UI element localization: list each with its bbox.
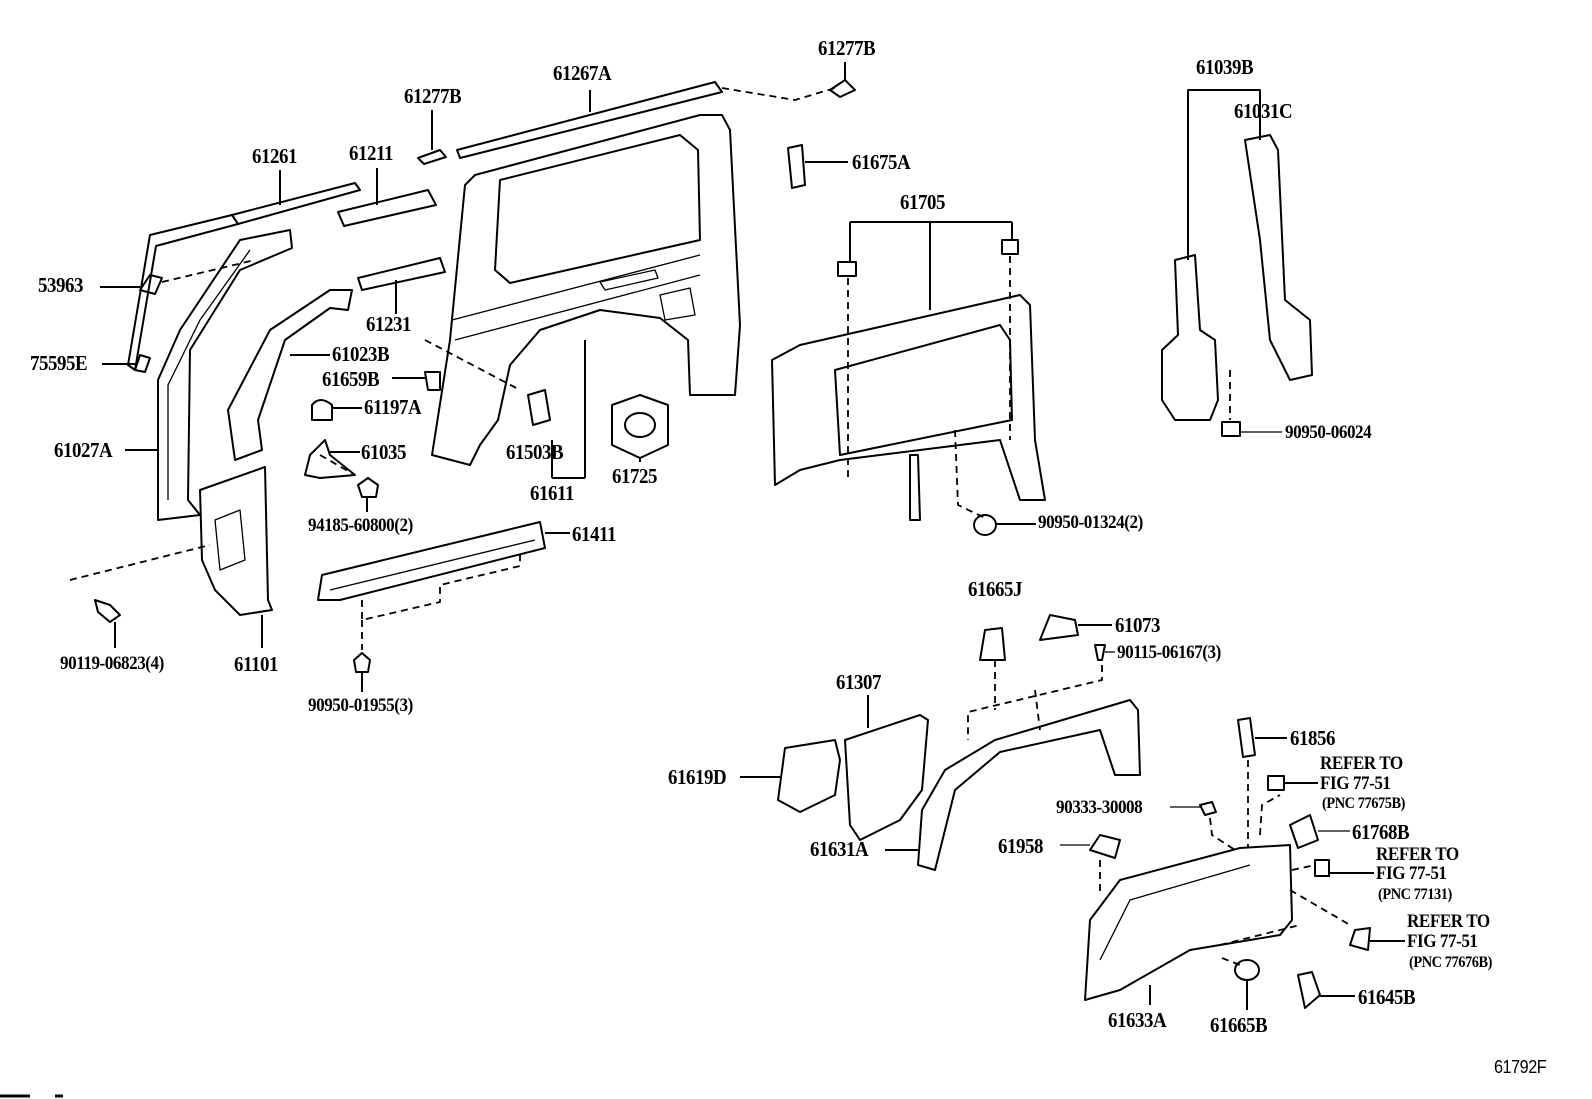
part-90950-01955: [353, 652, 371, 692]
reference-77131-line3: (PNC 77131): [1378, 886, 1452, 903]
reference-77131-line1: REFER TO: [1376, 844, 1459, 865]
label-75595E[interactable]: 75595E: [30, 351, 88, 375]
reference-77131-line2[interactable]: FIG 77-51: [1376, 863, 1447, 884]
part-75595E: [102, 354, 151, 373]
part-61411: [317, 521, 570, 650]
label-61659B[interactable]: 61659B: [322, 367, 380, 391]
label-90950-01324[interactable]: 90950-01324(2): [1038, 512, 1143, 533]
label-61211[interactable]: 61211: [349, 141, 393, 165]
label-61705[interactable]: 61705: [900, 190, 945, 214]
part-61665B: [1221, 957, 1260, 1010]
part-ref-77131: [1314, 859, 1374, 877]
label-61665B[interactable]: 61665B: [1210, 1013, 1268, 1037]
part-61023B: [227, 289, 353, 461]
reference-77676B-line3: (PNC 77676B): [1409, 954, 1492, 971]
part-61035: [304, 439, 360, 479]
label-61675A[interactable]: 61675A: [852, 150, 911, 174]
part-53963: [100, 259, 256, 295]
part-61307: [844, 695, 929, 841]
label-61307[interactable]: 61307: [836, 670, 881, 694]
part-61073: [1039, 614, 1112, 641]
label-61035[interactable]: 61035: [361, 440, 406, 464]
part-90333-30008: [1170, 801, 1217, 816]
reference-77676B-line2[interactable]: FIG 77-51: [1407, 931, 1478, 952]
label-90115-06167[interactable]: 90115-06167(3): [1117, 642, 1221, 663]
part-ref-77675B: [1267, 775, 1318, 791]
part-61633A: [1084, 760, 1351, 1005]
reference-77675B-line3: (PNC 77675B): [1322, 795, 1405, 812]
part-61631A: [885, 689, 1141, 871]
part-61665J: [979, 627, 1006, 710]
label-61503B[interactable]: 61503B: [506, 440, 564, 464]
part-90950-01324: [973, 514, 1036, 536]
label-61411[interactable]: 61411: [572, 522, 616, 546]
part-90119-06823: [94, 599, 121, 648]
label-61039B[interactable]: 61039B: [1196, 55, 1254, 79]
diagram-code: 61792F: [1494, 1057, 1547, 1077]
part-94185-60800: [357, 477, 379, 512]
part-61101: [69, 466, 273, 648]
part-61261: [231, 170, 361, 225]
label-61197A[interactable]: 61197A: [364, 395, 422, 419]
part-61611: [424, 114, 741, 479]
label-61101[interactable]: 61101: [234, 652, 278, 676]
label-61665J[interactable]: 61665J: [968, 577, 1022, 601]
label-61768B[interactable]: 61768B: [1352, 820, 1410, 844]
label-61856[interactable]: 61856: [1290, 726, 1335, 750]
label-90950-01955[interactable]: 90950-01955(3): [308, 695, 413, 716]
label-90119-06823[interactable]: 90119-06823(4): [60, 653, 164, 674]
label-61261[interactable]: 61261: [252, 144, 297, 168]
label-61231[interactable]: 61231: [366, 312, 411, 336]
label-61031C[interactable]: 61031C: [1234, 99, 1293, 123]
part-ref-77676B: [1349, 927, 1405, 951]
label-90333-30008[interactable]: 90333-30008: [1056, 797, 1143, 818]
part-61725: [611, 394, 669, 462]
label-61631A[interactable]: 61631A: [810, 837, 869, 861]
label-61277B[interactable]: 61277B: [404, 84, 462, 108]
label-61023B[interactable]: 61023B: [332, 342, 390, 366]
part-90115-06167: [967, 644, 1115, 740]
part-61277B: [417, 110, 447, 165]
label-61267A[interactable]: 61267A: [553, 61, 612, 85]
part-61267A: [456, 81, 836, 159]
part-61856: [1237, 717, 1287, 758]
part-61027A: [125, 214, 293, 521]
part-61705: [771, 221, 1046, 521]
part-61031C: [1244, 134, 1313, 381]
part-61768B: [1289, 814, 1350, 849]
part-61039B: [1161, 89, 1282, 437]
label-61073[interactable]: 61073: [1115, 613, 1160, 637]
part-61619D: [740, 739, 841, 813]
reference-77676B-line1: REFER TO: [1407, 911, 1490, 932]
label-61633A[interactable]: 61633A: [1108, 1008, 1167, 1032]
part-61277B-top: [829, 62, 856, 98]
part-61231: [357, 257, 446, 314]
label-61958[interactable]: 61958: [998, 834, 1043, 858]
reference-77675B-line1: REFER TO: [1320, 753, 1403, 774]
part-61197A: [311, 399, 362, 421]
part-61211: [337, 168, 437, 227]
label-61611[interactable]: 61611: [530, 481, 574, 505]
part-61645B: [1297, 971, 1355, 1009]
label-90950-06024[interactable]: 90950-06024: [1285, 422, 1372, 443]
part-61958: [1060, 834, 1121, 859]
part-61659B: [392, 371, 441, 391]
label-61027A[interactable]: 61027A: [54, 438, 113, 462]
label-61619D[interactable]: 61619D: [668, 765, 727, 789]
label-53963[interactable]: 53963: [38, 273, 83, 297]
label-61645B[interactable]: 61645B: [1358, 985, 1416, 1009]
label-61277B-top[interactable]: 61277B: [818, 36, 876, 60]
label-61725[interactable]: 61725: [612, 464, 657, 488]
part-61503B: [527, 389, 551, 426]
part-61675A: [787, 144, 848, 189]
reference-77675B-line2[interactable]: FIG 77-51: [1320, 773, 1391, 794]
label-94185-60800[interactable]: 94185-60800(2): [308, 515, 413, 536]
